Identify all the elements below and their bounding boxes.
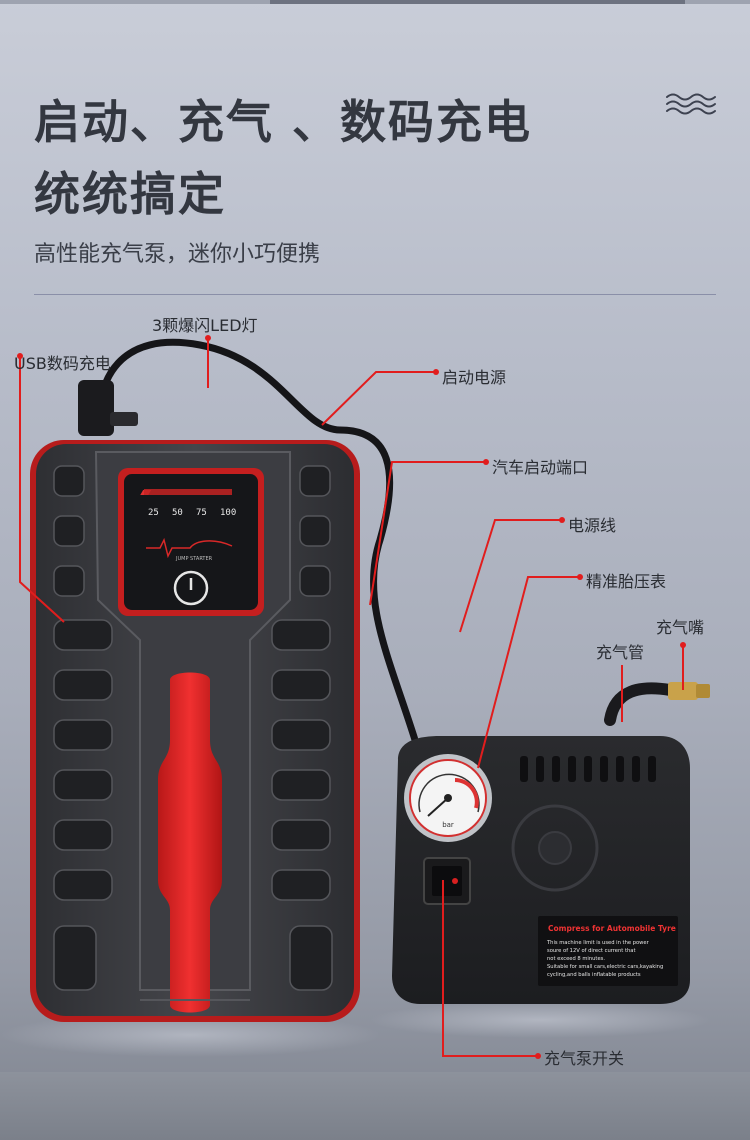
callout-gauge: 精准胎压表 [586, 572, 667, 591]
screen-value: 25 [148, 508, 159, 518]
subhead: 高性能充气泵，迷你小巧便携 [34, 242, 321, 267]
screen-brand: JUMP STARTER [175, 556, 213, 562]
compressor-panel-title: Compress for Automobile Tyre [548, 924, 676, 933]
callout-car-port: 汽车启动端口 [492, 458, 589, 477]
callout-hose: 充气管 [596, 643, 645, 662]
bottom-band [0, 1072, 750, 1140]
floor-reflection-compressor [370, 1002, 710, 1038]
compressor-switch-icon [423, 857, 471, 905]
compressor-panel-line: This machine limit is used in the power [546, 940, 650, 946]
screen-value: 100 [220, 508, 236, 518]
compressor-panel-line: soure of 12V of direct current that [547, 948, 636, 954]
gauge-unit: bar [442, 821, 454, 829]
red-handle [158, 672, 222, 1013]
pressure-gauge-icon: bar [404, 754, 492, 842]
top-bar [0, 0, 750, 4]
callout-power: 启动电源 [442, 368, 507, 387]
jump-starter [30, 440, 360, 1022]
callout-led: 3颗爆闪LED灯 [152, 316, 258, 335]
divider [34, 294, 716, 295]
screen-value: 75 [196, 508, 207, 518]
callout-switch: 充气泵开关 [544, 1049, 625, 1068]
power-cable [95, 338, 419, 744]
headline-line-2: 统统搞定 [34, 167, 226, 221]
headline-line-1: 启动、充气 、数码充电 [34, 95, 533, 149]
air-compressor: bar Compress for Automobile Tyre This ma… [392, 682, 710, 1004]
compressor-panel-line: cycling,and balls inflatable products [547, 972, 641, 978]
floor-reflection [0, 1013, 380, 1057]
callout-nozzle: 充气嘴 [656, 618, 705, 637]
power-button-icon [173, 570, 209, 606]
usb-plug-icon [78, 380, 138, 436]
callout-cable: 电源线 [568, 516, 617, 535]
callout-usb: USB数码充电 [14, 354, 111, 373]
compressor-panel-line: not exceed 8 minutes. [547, 956, 605, 962]
screen-value: 50 [172, 508, 183, 518]
wave-icon [666, 93, 716, 115]
compressor-panel-line: Suitable for small cars,electric cars,ka… [547, 964, 663, 970]
